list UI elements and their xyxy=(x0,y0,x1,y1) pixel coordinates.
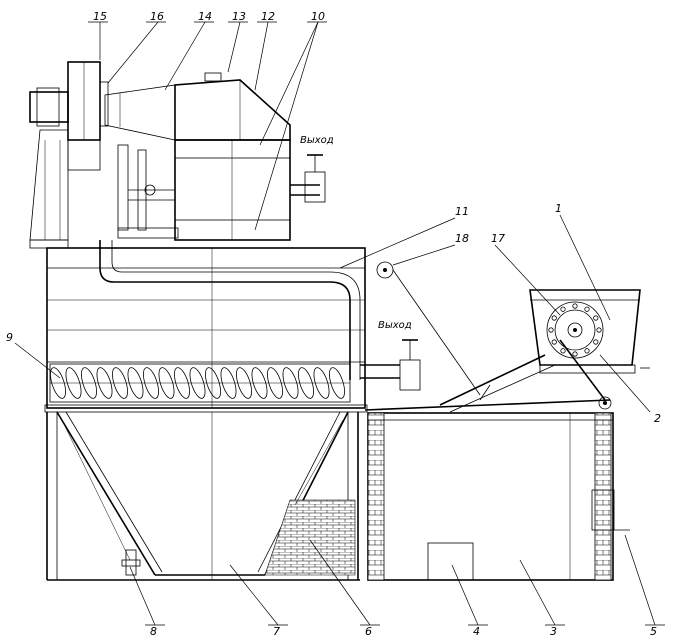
bolt xyxy=(584,306,590,312)
bolt xyxy=(551,315,557,321)
screw-flight xyxy=(112,367,128,399)
bolt xyxy=(560,348,566,354)
screw-flight xyxy=(127,367,144,399)
screw-flight xyxy=(267,367,283,399)
bolt xyxy=(584,348,590,354)
outlet-label-bottom: Выход xyxy=(378,320,412,331)
bolt xyxy=(572,303,578,309)
bolt xyxy=(551,339,557,345)
screw-flight xyxy=(236,367,252,399)
callout-15: 15 xyxy=(93,10,107,23)
screw-flight xyxy=(189,367,206,399)
callout-16: 16 xyxy=(150,10,164,23)
callout-8: 8 xyxy=(150,625,157,638)
hopper-frame xyxy=(44,404,368,581)
screw-flight xyxy=(81,367,97,399)
callout-10: 10 xyxy=(311,10,325,23)
callout-9: 9 xyxy=(6,331,13,344)
bolt xyxy=(548,327,554,333)
screw-flight xyxy=(65,367,82,399)
callout-14: 14 xyxy=(198,10,212,23)
bolt xyxy=(572,351,578,357)
callout-3: 3 xyxy=(550,625,557,638)
callout-2: 2 xyxy=(654,412,661,425)
bolt xyxy=(593,339,599,345)
callout-11: 11 xyxy=(455,205,469,218)
screw-flight xyxy=(158,367,175,399)
screw-flight xyxy=(96,367,113,399)
leader-lines xyxy=(14,21,656,626)
main-tank xyxy=(46,247,366,409)
callout-7: 7 xyxy=(273,625,280,638)
pipe-11 xyxy=(99,240,361,380)
screw-flight xyxy=(298,367,314,399)
screw-flight xyxy=(282,367,299,399)
screw-flight xyxy=(251,367,268,399)
callout-13: 13 xyxy=(232,10,246,23)
screw-flight xyxy=(174,367,190,399)
callout-1: 1 xyxy=(555,202,562,215)
callout-12: 12 xyxy=(261,10,275,23)
callout-6: 6 xyxy=(365,625,372,638)
outlet-valve-bottom xyxy=(360,339,421,391)
bolt xyxy=(593,315,599,321)
screw-flight xyxy=(220,367,237,399)
outlet-label-top: Выход xyxy=(300,135,334,146)
screw-flight xyxy=(329,367,345,399)
screw-flight xyxy=(50,367,66,399)
filter-unit xyxy=(29,61,326,249)
callout-numbers: 15 16 14 13 12 10 11 18 17 1 9 2 8 7 6 4… xyxy=(6,10,665,638)
callout-5: 5 xyxy=(650,625,657,638)
callout-17: 17 xyxy=(491,232,505,245)
screw-flight xyxy=(313,367,330,399)
screw-conveyor xyxy=(49,363,351,403)
callout-18: 18 xyxy=(455,232,469,245)
bolt xyxy=(560,306,566,312)
screw-flight xyxy=(143,367,159,399)
furnace xyxy=(367,412,630,581)
burner-assembly xyxy=(529,289,650,374)
bolt xyxy=(596,327,602,333)
screw-flight xyxy=(205,367,221,399)
lever-mechanism xyxy=(364,261,612,413)
callout-4: 4 xyxy=(473,625,480,638)
